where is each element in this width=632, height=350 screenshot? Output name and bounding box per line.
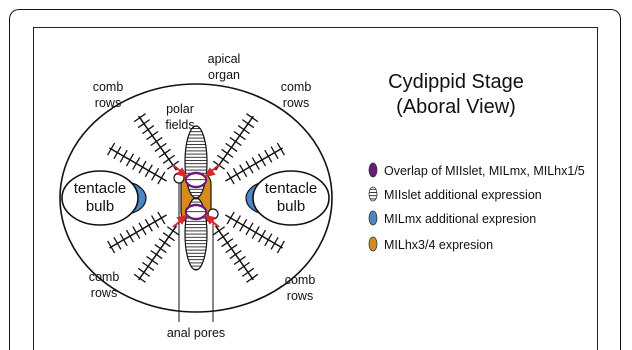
- striped-oval-icon: [369, 187, 377, 201]
- legend-label-milhx: MILhx3/4 expresion: [384, 238, 493, 252]
- orange-oval-icon: [369, 237, 377, 251]
- apical-organ-label-2: organ: [208, 68, 240, 82]
- comb-rows-label-tl-2: rows: [95, 96, 121, 110]
- blue-oval-icon: [369, 211, 377, 225]
- polar-fields-label-2: fields: [165, 118, 194, 132]
- apical-organ-label-1: apical: [208, 52, 241, 66]
- comb-rows-label-br-2: rows: [287, 289, 313, 303]
- tentacle-bulb-right-label-1: tentacle: [265, 180, 318, 197]
- comb-rows-label-tr-2: rows: [283, 96, 309, 110]
- comb-rows-label-tr-1: comb: [281, 80, 312, 94]
- legend: Overlap of MIIslet, MILmx, MILhx1/5 MIIs…: [369, 163, 585, 252]
- purple-oval-icon: [369, 163, 377, 177]
- anal-pores-label: anal pores: [167, 326, 225, 340]
- legend-label-miislet: MIIslet additional expression: [384, 188, 542, 202]
- comb-rows-label-bl-2: rows: [91, 286, 117, 300]
- comb-rows-label-tl-1: comb: [93, 80, 124, 94]
- tentacle-bulb-left-label-2: bulb: [86, 198, 114, 215]
- tentacle-bulb-left-label-1: tentacle: [74, 180, 127, 197]
- legend-label-overlap: Overlap of MIIslet, MILmx, MILhx1/5: [384, 164, 585, 178]
- tentacle-bulb-right-label-2: bulb: [277, 198, 305, 215]
- polar-fields-label-1: polar: [166, 102, 194, 116]
- legend-label-milmx: MILmx additional expresion: [384, 212, 536, 226]
- figure-title-line-1: Cydippid Stage: [388, 71, 524, 93]
- figure-title-line-2: (Aboral View): [396, 96, 516, 118]
- comb-rows-label-br-1: comb: [285, 273, 316, 287]
- comb-rows-label-bl-1: comb: [89, 270, 120, 284]
